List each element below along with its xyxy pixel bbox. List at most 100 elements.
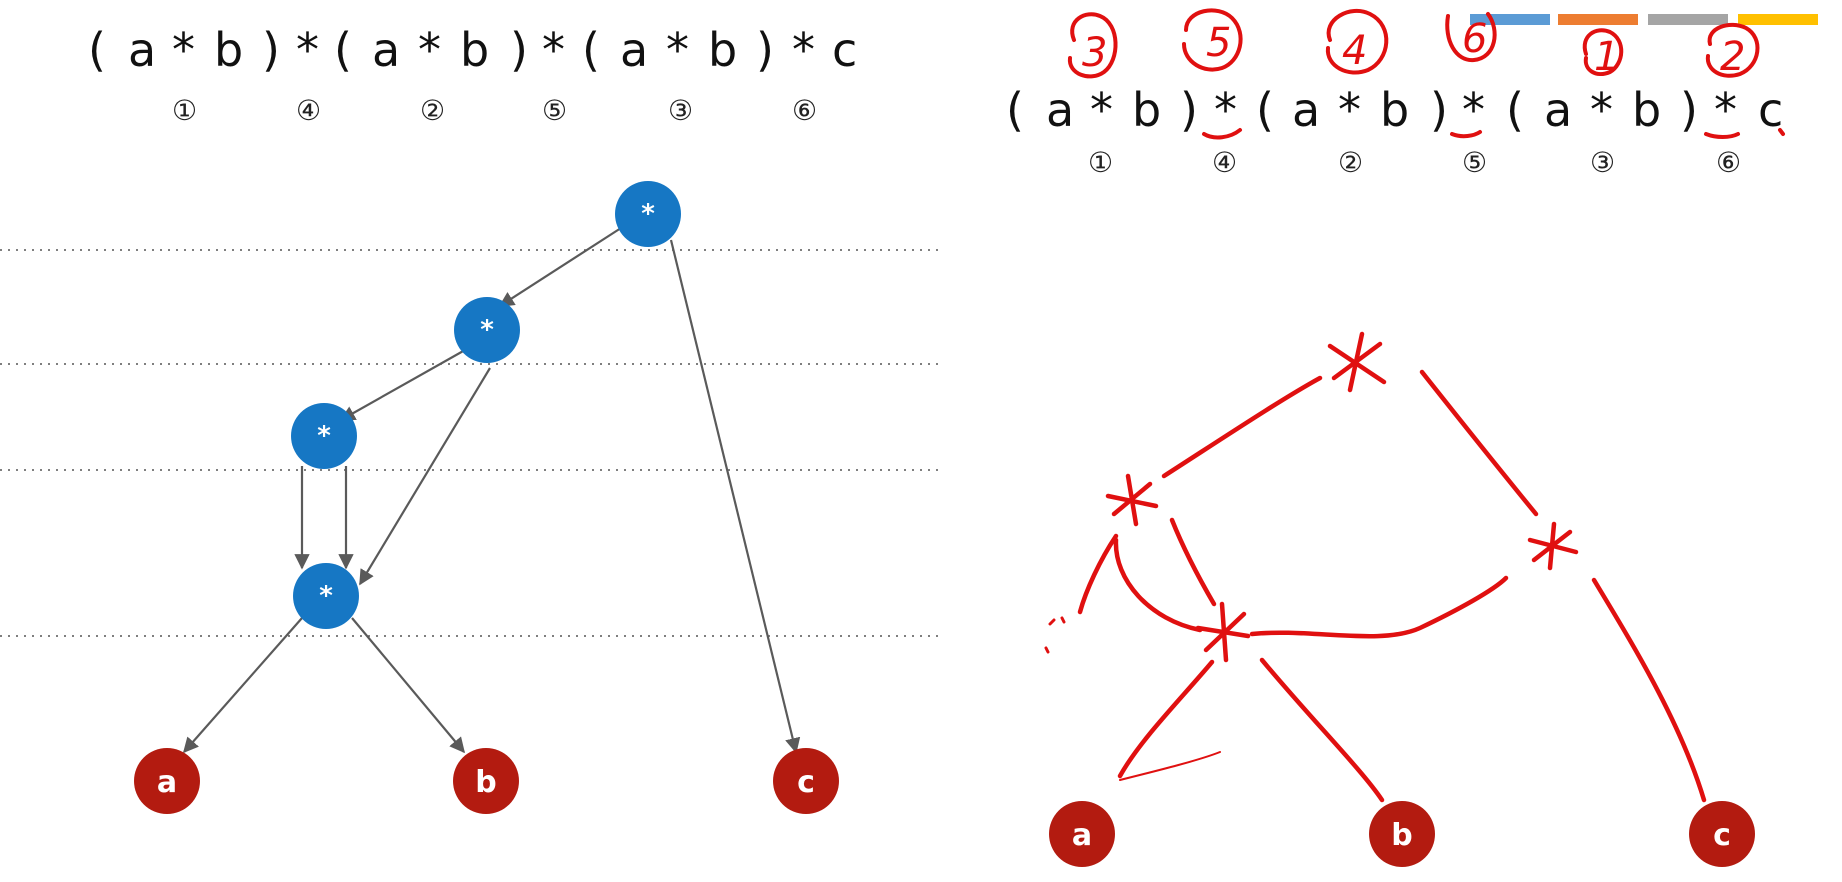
left-order-marks: ① ④ ② ⑤ ③ ⑥: [172, 94, 817, 127]
expr-token: ): [510, 23, 528, 77]
hand-asterisk-right: [1527, 521, 1579, 571]
hand-number: 2: [1720, 34, 1745, 80]
order-mark: ⑤: [542, 94, 567, 127]
expr-token: *: [1090, 83, 1113, 137]
hand-asterisk-bottom: [1195, 601, 1251, 663]
right-panel: ( a * b ) * ( a * b ) * ( a * b ) * c ① …: [1006, 8, 1818, 867]
order-mark: ②: [420, 94, 445, 127]
edge-bottom-to-a: [182, 617, 303, 754]
leaf-node-circle: [1369, 801, 1435, 867]
order-mark: ①: [1088, 146, 1113, 179]
leaf-node-c: c: [773, 748, 839, 814]
expr-token: *: [1338, 83, 1361, 137]
leaf-node-circle: [1049, 801, 1115, 867]
op-node-label: *: [641, 199, 655, 229]
expr-token: *: [542, 23, 565, 77]
palette-bar-orange: [1558, 14, 1638, 25]
expr-token: (: [1006, 83, 1024, 137]
expr-token: ): [1680, 83, 1698, 137]
order-mark: ③: [1590, 146, 1615, 179]
expr-token: a: [1292, 83, 1320, 137]
order-mark: ②: [1338, 146, 1363, 179]
expr-token: *: [1714, 83, 1737, 137]
order-mark: ④: [1212, 146, 1237, 179]
hand-circle: [1705, 22, 1760, 78]
op-node-root: *: [615, 181, 681, 247]
leaf-node-circle: [773, 748, 839, 814]
expr-token: b: [1632, 83, 1661, 137]
hand-circle: [1182, 8, 1243, 72]
op-node-label: *: [317, 421, 331, 451]
expr-token: b: [708, 23, 737, 77]
expr-token: (: [88, 23, 106, 77]
op-node-circle: [615, 181, 681, 247]
hand-number: 5: [1206, 20, 1231, 66]
left-expression: ( a * b ) * ( a * b ) * ( a * b ) * c: [88, 23, 857, 77]
hand-branch: [1169, 517, 1217, 607]
op-node-label: *: [480, 315, 494, 345]
asterisk-stroke: [1327, 343, 1387, 385]
expr-token: ): [262, 23, 280, 77]
hand-branch: [1113, 537, 1203, 633]
hand-scribble: [1044, 616, 1066, 654]
hand-number: 3: [1082, 30, 1107, 76]
expr-token: b: [460, 23, 489, 77]
dag-edges: [182, 227, 801, 754]
hand-number-1: 1: [1582, 28, 1624, 80]
expr-token: a: [1046, 83, 1074, 137]
leaf-node-label: b: [1391, 818, 1412, 853]
expr-token: a: [128, 23, 156, 77]
asterisk-stroke: [1203, 611, 1247, 653]
expr-token: a: [1544, 83, 1572, 137]
hand-number-5: 5: [1182, 8, 1243, 72]
hand-scribble: [1119, 751, 1221, 781]
order-mark: ⑤: [1462, 146, 1487, 179]
edge-bottom-to-b: [351, 617, 465, 754]
op-node-circle: [293, 563, 359, 629]
hand-branch: [1161, 375, 1323, 479]
expr-token: c: [1758, 83, 1783, 137]
expr-token: *: [1214, 83, 1237, 137]
expr-token: (: [1256, 83, 1274, 137]
leaf-node-label: b: [475, 765, 496, 800]
order-mark: ③: [668, 94, 693, 127]
hand-number: 1: [1594, 34, 1619, 80]
left-panel: ( a * b ) * ( a * b ) * ( a * b ) * c ① …: [0, 23, 940, 814]
palette-bars: [1470, 14, 1818, 25]
hand-branch: [1591, 577, 1707, 803]
op-node-bottom: *: [293, 563, 359, 629]
hand-branch: [1117, 659, 1215, 779]
order-mark: ⑥: [1716, 146, 1741, 179]
hand-number-3: 3: [1067, 12, 1118, 79]
expr-token: *: [172, 23, 195, 77]
expr-token: ): [1430, 83, 1448, 137]
palette-bar-gray: [1648, 14, 1728, 25]
asterisk-stroke: [1531, 529, 1573, 563]
hand-number-2: 2: [1705, 22, 1760, 80]
order-mark: ①: [172, 94, 197, 127]
hand-dot: [1778, 128, 1785, 136]
edge-mid-to-bottom: [359, 367, 491, 586]
op-node-upper: *: [291, 403, 357, 469]
leaf-node-circle: [453, 748, 519, 814]
leaf-node-a: a: [134, 748, 200, 814]
expr-token: *: [792, 23, 815, 77]
expr-token: (: [334, 23, 352, 77]
hand-circle: [1445, 12, 1497, 63]
hand-branch: [1077, 533, 1119, 615]
hand-underline: [1704, 132, 1740, 139]
expr-token: (: [582, 23, 600, 77]
order-mark: ⑥: [792, 94, 817, 127]
leaf-node-label: c: [1713, 818, 1731, 853]
leaf-node-circle: [1689, 801, 1755, 867]
hand-number: 6: [1462, 16, 1487, 62]
edge-root-to-mid: [498, 227, 622, 307]
leaf-node-circle: [134, 748, 200, 814]
right-expression: ( a * b ) * ( a * b ) * ( a * b ) * c: [1006, 83, 1783, 137]
hand-underline: [1202, 128, 1242, 140]
hand-asterisk-root: [1327, 331, 1387, 393]
expr-token: ): [756, 23, 774, 77]
hand-asterisk-left: [1105, 473, 1159, 527]
leaf-node-label: a: [157, 765, 177, 800]
